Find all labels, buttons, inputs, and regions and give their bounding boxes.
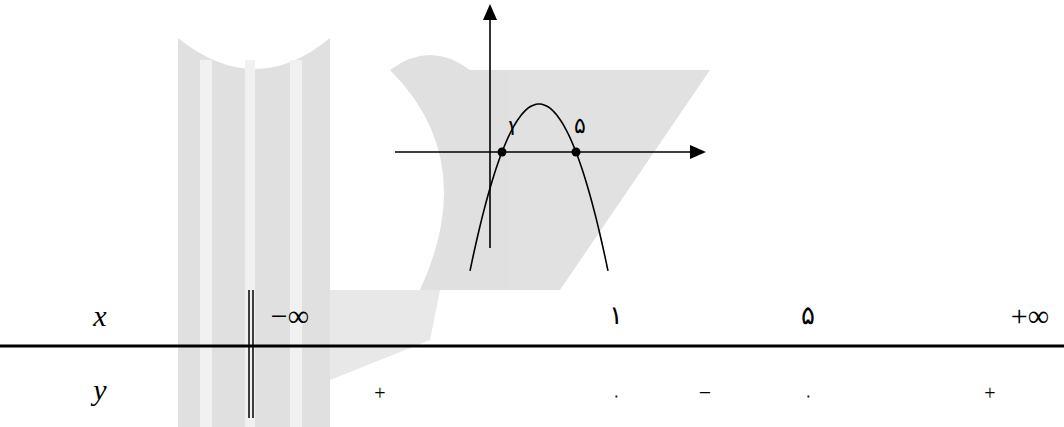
x-arrowhead [690,145,706,159]
root-dot [498,148,507,157]
row-header: y [93,375,106,405]
watermark [178,38,710,427]
interval-end: +∞ [1011,301,1049,331]
interval-end: −∞ [271,301,309,331]
table-divider [248,290,250,418]
x-axis [395,151,695,153]
watermark-leaf [390,55,710,290]
root-label: ۵ [574,115,586,137]
root-value: ۱ [609,303,623,329]
sign-cell: + [984,383,995,403]
root-dot [572,148,581,157]
axes [395,16,695,248]
zero-cell: ۰ [612,388,621,404]
table-divider [252,290,254,418]
watermark-wedge [330,290,440,380]
y-arrowhead [483,4,497,20]
y-axis [489,16,491,248]
watermark-bar [178,38,330,427]
table-rule [0,345,1064,348]
row-header: x [93,301,106,331]
parabola [470,104,608,271]
sign-cell: − [699,382,711,404]
zero-cell: ۰ [804,388,813,404]
root-label: ۱ [506,117,518,139]
watermark-stripes [200,60,302,427]
root-value: ۵ [801,303,815,329]
sign-cell: + [374,383,385,403]
